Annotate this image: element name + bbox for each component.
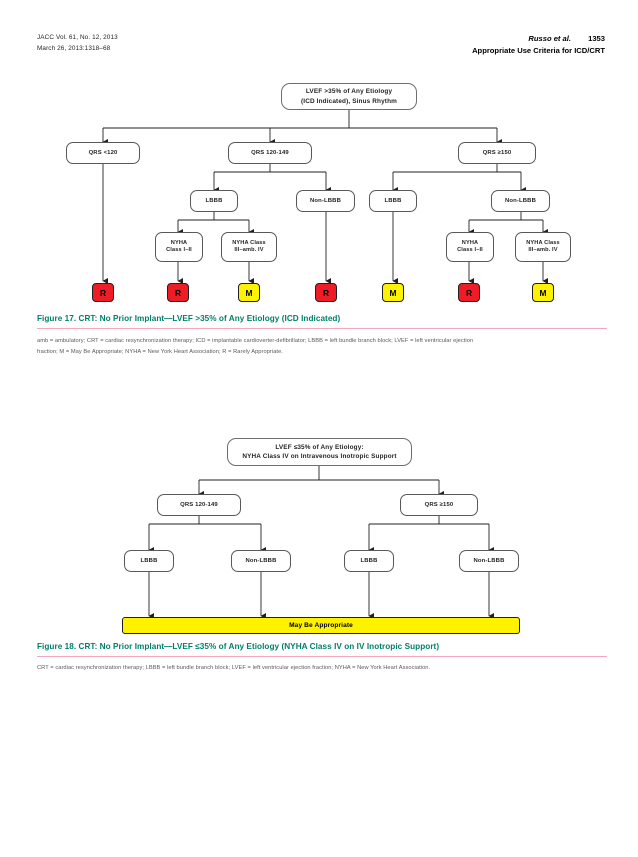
node-qrs-120-149: QRS 120-149 xyxy=(157,494,241,516)
node-root-line2: NYHA Class IV on Intravenous Inotropic S… xyxy=(242,453,397,460)
node-qrs-120-149: QRS 120-149 xyxy=(228,142,312,164)
outcome-bar-may-be-appropriate: May Be Appropriate xyxy=(122,617,520,634)
figure-18-block: LVEF ≤35% of Any Etiology: NYHA Class IV… xyxy=(0,420,638,690)
rating-chip-m-3: M xyxy=(532,283,554,302)
node-qrs-gte150: QRS ≥150 xyxy=(458,142,536,164)
running-head-authors-row: Russo et al. 1353 xyxy=(472,33,605,45)
node-nyha-1-2-b: NYHA Class I–II xyxy=(446,232,494,262)
node-nyha-3-amb4-a: NYHA Class III–amb. IV xyxy=(221,232,277,262)
figure-17-flowchart: LVEF >35% of Any Etiology (ICD Indicated… xyxy=(0,0,638,310)
page-number: 1353 xyxy=(588,34,605,43)
node-nyha-line1: NYHA xyxy=(170,239,188,246)
figure-18-rule xyxy=(37,656,607,657)
node-lbbb-2: LBBB xyxy=(369,190,417,212)
figure-17-rule xyxy=(37,328,607,329)
node-non-lbbb-1: Non-LBBB xyxy=(231,550,291,572)
rating-chip-r-4: R xyxy=(458,283,480,302)
node-nyha-line2: Class I–II xyxy=(457,247,483,253)
node-nyha-line1: NYHA Class xyxy=(232,239,266,246)
node-qrs-lt120: QRS <120 xyxy=(66,142,140,164)
node-non-lbbb-2: Non-LBBB xyxy=(491,190,550,212)
node-qrs-gte150: QRS ≥150 xyxy=(400,494,478,516)
figure-17-connectors xyxy=(102,110,548,284)
figure-17-caption: Figure 17. CRT: No Prior Implant—LVEF >3… xyxy=(37,314,341,323)
figure-17-block: LVEF >35% of Any Etiology (ICD Indicated… xyxy=(0,0,638,370)
running-head-right: Russo et al. 1353 Appropriate Use Criteri… xyxy=(472,33,605,56)
node-lbbb-2: LBBB xyxy=(344,550,394,572)
node-nyha-line1: NYHA Class xyxy=(526,239,560,246)
figure-18-connectors xyxy=(148,466,494,619)
figure-18-abbreviations: CRT = cardiac resynchronization therapy;… xyxy=(37,663,609,674)
node-non-lbbb-1: Non-LBBB xyxy=(296,190,355,212)
node-root-line1: LVEF ≤35% of Any Etiology: xyxy=(275,443,364,451)
rating-chip-r-3: R xyxy=(315,283,337,302)
rating-chip-r-2: R xyxy=(167,283,189,302)
node-lbbb-1: LBBB xyxy=(124,550,174,572)
rating-chip-m-2: M xyxy=(382,283,404,302)
node-lbbb-1: LBBB xyxy=(190,190,238,212)
node-nyha-3-amb4-b: NYHA Class III–amb. IV xyxy=(515,232,571,262)
figure-18-caption: Figure 18. CRT: No Prior Implant—LVEF ≤3… xyxy=(37,642,440,651)
running-head-left: JACC Vol. 61, No. 12, 2013 March 26, 201… xyxy=(37,33,118,54)
node-nyha-line1: NYHA xyxy=(461,239,479,246)
running-head-title: Appropriate Use Criteria for ICD/CRT xyxy=(472,45,605,55)
figure-17-abbreviations: amb = ambulatory; CRT = cardiac resynchr… xyxy=(37,336,609,357)
node-nyha-line2: III–amb. IV xyxy=(528,247,558,253)
node-root-lvef: LVEF >35% of Any Etiology (ICD Indicated… xyxy=(281,83,417,110)
rating-chip-r-1: R xyxy=(92,283,114,302)
node-nyha-line2: Class I–II xyxy=(166,247,192,253)
node-root-line2: (ICD Indicated), Sinus Rhythm xyxy=(301,97,397,105)
node-root-lvef-inotropic: LVEF ≤35% of Any Etiology: NYHA Class IV… xyxy=(227,438,412,466)
node-nyha-1-2-a: NYHA Class I–II xyxy=(155,232,203,262)
node-nyha-line2: III–amb. IV xyxy=(234,247,264,253)
journal-date-line: March 26, 2013:1318–68 xyxy=(37,44,111,52)
node-root-line1: LVEF >35% of Any Etiology xyxy=(305,88,393,96)
journal-volume-line: JACC Vol. 61, No. 12, 2013 xyxy=(37,34,118,41)
running-head-authors: Russo et al. xyxy=(528,34,571,43)
figure-17-note-line1: amb = ambulatory; CRT = cardiac resynchr… xyxy=(37,338,474,344)
rating-chip-m-1: M xyxy=(238,283,260,302)
node-non-lbbb-2: Non-LBBB xyxy=(459,550,519,572)
figure-17-note-line2: fraction; M = May Be Appropriate; NYHA =… xyxy=(37,348,283,355)
figure-18-note-line1: CRT = cardiac resynchronization therapy;… xyxy=(37,665,431,671)
figure-18-flowchart: LVEF ≤35% of Any Etiology: NYHA Class IV… xyxy=(0,420,638,640)
